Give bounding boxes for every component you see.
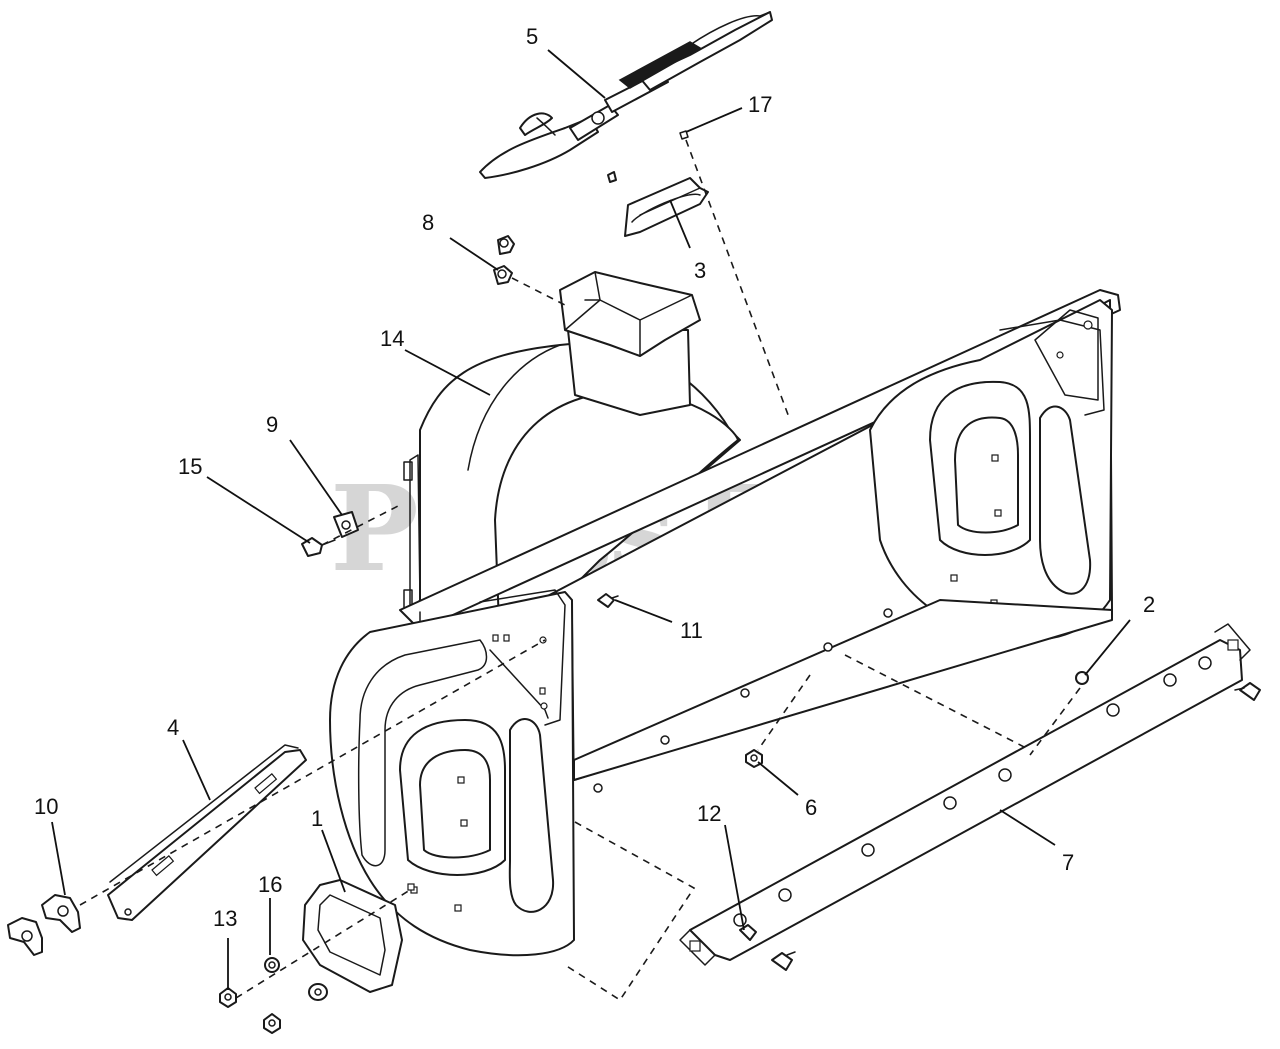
screw-17	[679, 130, 689, 140]
callout-12: 12	[697, 801, 721, 826]
callout-4: 4	[167, 715, 179, 740]
auger-housing	[329, 289, 1121, 957]
callout-9: 9	[266, 412, 278, 437]
wing-nut-10	[7, 894, 81, 956]
callout-13: 13	[213, 906, 237, 931]
carriage-bolt-11	[597, 593, 619, 608]
callout-6: 6	[805, 795, 817, 820]
callout-8: 8	[422, 210, 434, 235]
assembly-lines	[79, 139, 1081, 1002]
callout-17: 17	[748, 92, 772, 117]
callout-5: 5	[526, 24, 538, 49]
skid-shoe-4	[107, 744, 307, 921]
callout-1: 1	[311, 806, 323, 831]
bushings	[493, 235, 515, 285]
chute-base	[559, 271, 701, 416]
callout-14: 14	[380, 326, 404, 351]
clip-nut	[333, 511, 359, 538]
callout-2: 2	[1143, 592, 1155, 617]
scraper-bar	[679, 623, 1261, 971]
callout-labels: 5 17 3 8 14 9 15 11 2 6 7 4 10 1 12 13 1…	[34, 24, 1155, 931]
callout-15: 15	[178, 454, 202, 479]
callout-10: 10	[34, 794, 58, 819]
chute-bracket	[607, 171, 709, 237]
chute-crank	[479, 11, 773, 179]
callout-7: 7	[1062, 850, 1074, 875]
callout-3: 3	[694, 258, 706, 283]
callout-16: 16	[258, 872, 282, 897]
callout-11: 11	[680, 618, 703, 643]
shave-plate-1	[302, 879, 415, 993]
hardware-13-16	[219, 957, 328, 1034]
callout-leaders	[51, 49, 1131, 990]
